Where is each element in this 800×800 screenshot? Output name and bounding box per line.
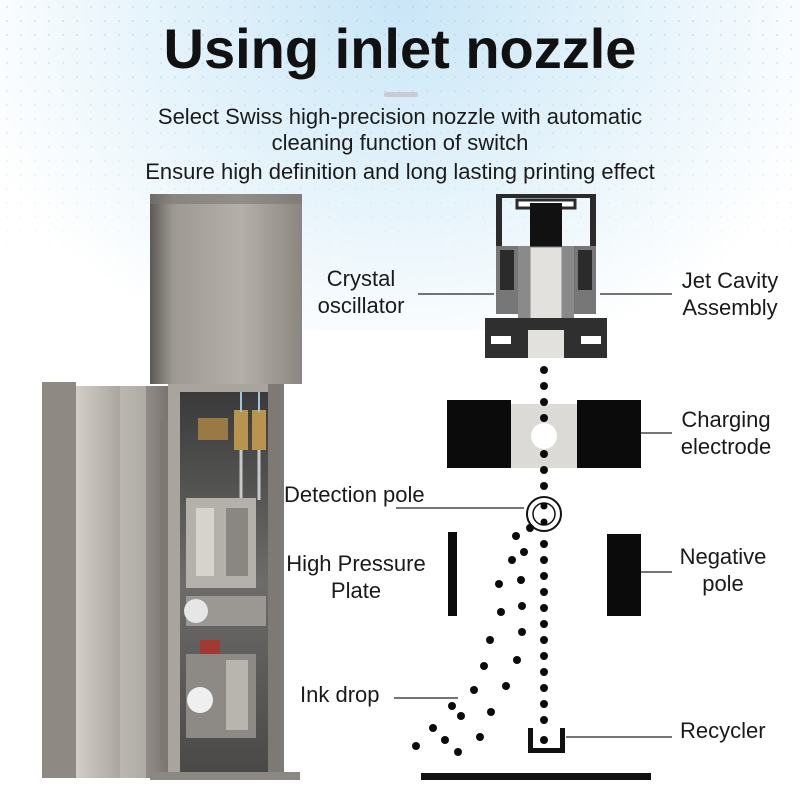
nozzle-top-tube — [150, 194, 302, 384]
nozzle-photo — [42, 194, 302, 780]
ink-stream-deflected — [412, 524, 534, 756]
crystal-oscillator-core — [530, 203, 562, 247]
label-charging-electrode: Charging electrode — [668, 406, 784, 460]
label-crystal-oscillator: Crystal oscillator — [304, 265, 418, 319]
recycler — [528, 728, 565, 753]
title-divider — [384, 92, 418, 97]
component-brass-block — [198, 418, 228, 440]
high-pressure-plate — [448, 532, 457, 616]
label-negative-line2: pole — [702, 571, 744, 596]
page-title: Using inlet nozzle — [163, 17, 637, 80]
label-charging-line1: Charging — [681, 407, 771, 432]
leader-lines — [394, 293, 672, 738]
label-charging-line2: electrode — [680, 434, 772, 459]
label-hpp-line1: High Pressure — [286, 551, 426, 576]
print-surface — [421, 773, 651, 780]
negative-pole — [607, 534, 641, 616]
label-hpp-line2: Plate — [330, 578, 382, 603]
label-jet-line2: Assembly — [682, 295, 778, 320]
component-white-roller-1 — [184, 599, 208, 623]
background-gradient — [0, 0, 800, 330]
label-crystal-line1: Crystal — [326, 266, 396, 291]
ink-stream-straight — [540, 366, 548, 744]
subtitle-line-3: Ensure high definition and long lasting … — [145, 159, 655, 184]
label-jet-cavity-assembly: Jet Cavity Assembly — [672, 267, 788, 321]
label-high-pressure-plate: High Pressure Plate — [272, 550, 440, 604]
background-dot-pattern — [0, 0, 800, 300]
component-brass-fitting-1 — [234, 410, 248, 450]
subtitle-line-1: Select Swiss high-precision nozzle with … — [157, 104, 643, 129]
jet-cavity-assembly — [485, 194, 607, 358]
component-brass-fitting-2 — [252, 410, 266, 450]
label-detection-pole: Detection pole — [284, 482, 425, 507]
component-white-roller-2 — [187, 687, 213, 713]
label-negative-line1: Negative — [679, 544, 767, 569]
label-crystal-line2: oscillator — [317, 293, 405, 318]
label-negative-pole: Negative pole — [668, 543, 778, 597]
subtitle-line-2: cleaning function of switch — [271, 130, 529, 155]
label-jet-line1: Jet Cavity — [681, 268, 779, 293]
label-ink-drop: Ink drop — [300, 682, 380, 707]
nozzle-door-edge — [42, 382, 76, 778]
label-recycler: Recycler — [680, 718, 766, 743]
nozzle-base-plate — [150, 772, 300, 780]
